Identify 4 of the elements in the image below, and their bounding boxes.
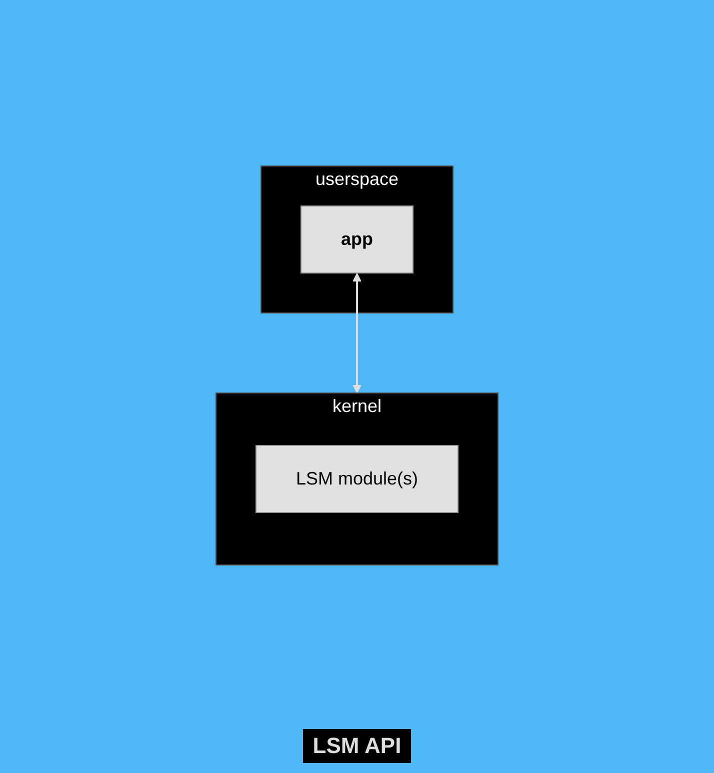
node-box: LSM module(s) — [255, 445, 459, 513]
api-label: LSM API — [302, 729, 412, 763]
arrow — [352, 273, 362, 394]
node-box: app — [300, 206, 414, 274]
